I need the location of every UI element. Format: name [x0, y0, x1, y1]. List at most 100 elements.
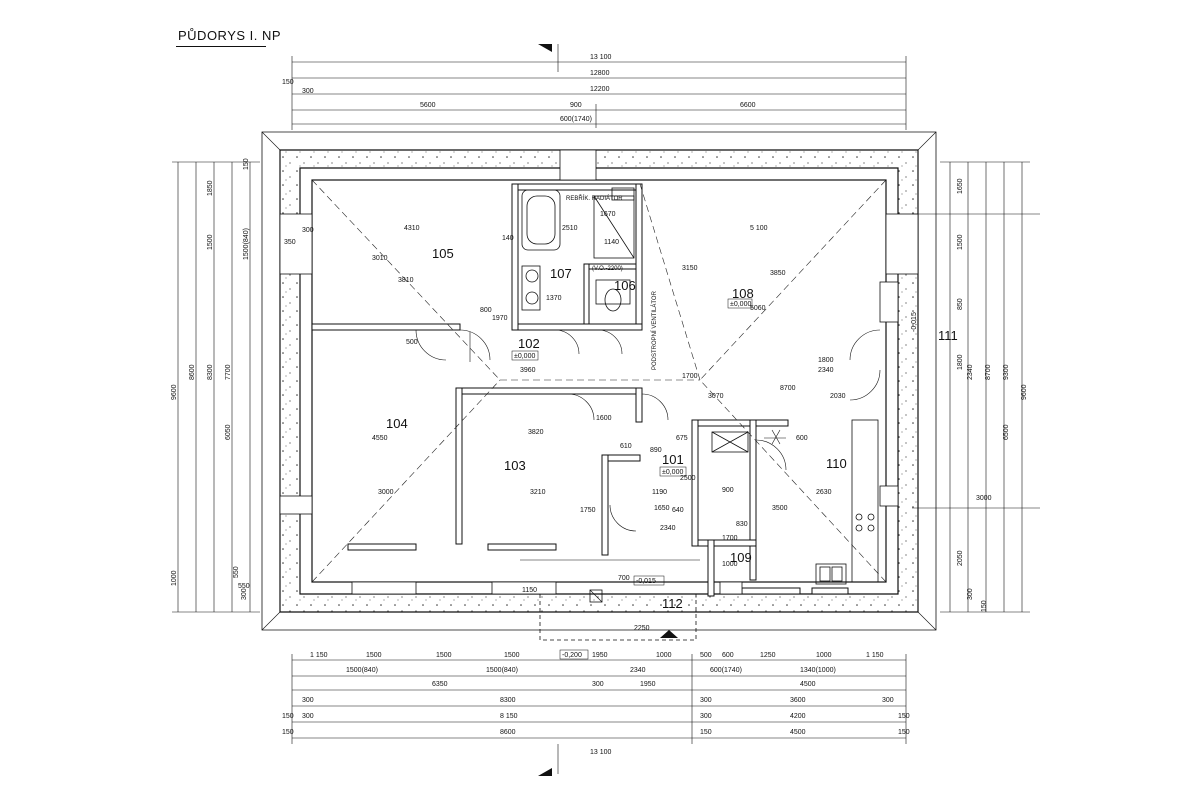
- room-label-112: 112: [662, 596, 683, 611]
- dim-top-sub: 600(1740): [560, 116, 592, 123]
- dim-inner: 640: [672, 507, 684, 514]
- dim-top-3: 12200: [590, 86, 610, 93]
- dim-inner: 550: [238, 583, 250, 590]
- dim-top-left: 5600: [420, 102, 436, 109]
- dim-inner: 800: [480, 307, 492, 314]
- dim-inner: 3820: [528, 429, 544, 436]
- exterior-wall: [279, 149, 919, 613]
- room-label-101: 101: [662, 452, 684, 467]
- dim-right: 300: [967, 588, 974, 600]
- dim-bottom-r3: 8300: [500, 697, 516, 704]
- dim-bottom-r4: 300: [700, 713, 712, 720]
- dim-inner: 1800: [818, 357, 834, 364]
- dim-top-2: 12800: [590, 70, 610, 77]
- room-label-109: 109: [730, 550, 752, 565]
- dim-bottom-r1: 1500: [504, 652, 520, 659]
- dim-left: 9600: [171, 384, 178, 400]
- dim-inner: 675: [676, 435, 688, 442]
- elevation-101: ±0,000: [662, 469, 683, 476]
- dim-bottom-r1-sub: 600(1740): [710, 667, 742, 674]
- elevation-111: -0,015: [911, 312, 918, 332]
- dim-inner: 1700: [722, 535, 738, 542]
- dim-inner: 1650: [654, 505, 670, 512]
- dim-inner: 3000: [378, 489, 394, 496]
- dim-top-mid: 900: [570, 102, 582, 109]
- dim-right: 6500: [1003, 424, 1010, 440]
- dim-bottom-total: 13 100: [590, 749, 612, 756]
- dim-bottom-r5: 8600: [500, 729, 516, 736]
- elevation-108: ±0,000: [730, 301, 751, 308]
- dim-inner: 2500: [680, 475, 696, 482]
- dim-bottom-r3: 300: [882, 697, 894, 704]
- dim-bottom-r2: 1950: [640, 681, 656, 688]
- drawing-title: PŮDORYS I. NP: [178, 28, 282, 43]
- dim-bottom-r4: 8 150: [500, 713, 518, 720]
- dim-inner: 1670: [600, 211, 616, 218]
- dim-inner: 830: [736, 521, 748, 528]
- dim-bottom-r1: 500: [700, 652, 712, 659]
- dim-bottom-r1: 600: [722, 652, 734, 659]
- dim-inner: 1750: [580, 507, 596, 514]
- dim-bottom-r1: 1 150: [310, 652, 328, 659]
- dim-inner: 300: [302, 227, 314, 234]
- dim-right: 2340: [967, 364, 974, 380]
- dim-inner: 2030: [830, 393, 846, 400]
- dim-inner: 2250: [634, 625, 650, 632]
- dim-bottom-r1: 1000: [816, 652, 832, 659]
- dim-inner: 3960: [520, 367, 536, 374]
- radiator-note: REBŘÍK. RADIÁTOR: [566, 194, 623, 202]
- dim-bottom-r3: 300: [700, 697, 712, 704]
- dim-inner: 3850: [770, 270, 786, 277]
- dim-inner: 1700: [682, 373, 698, 380]
- vent-label-note: (V.O.-2200): [592, 266, 623, 272]
- dim-inner: 500: [406, 339, 418, 346]
- dim-inner: 3500: [772, 505, 788, 512]
- dim-bottom-r1: 1000: [656, 652, 672, 659]
- dim-top-right: 6600: [740, 102, 756, 109]
- dim-bottom-r2: 300: [592, 681, 604, 688]
- dim-bottom-r4: 300: [302, 713, 314, 720]
- room-label-106: 106: [614, 278, 636, 293]
- dim-right: 850: [957, 298, 964, 310]
- dim-inner: 5060: [750, 305, 766, 312]
- dim-inner: 2340: [818, 367, 834, 374]
- room-label-108: 108: [732, 286, 754, 301]
- dim-bottom-r1-sub: 1340(1000): [800, 667, 836, 674]
- dim-inner: 1140: [604, 239, 619, 246]
- dim-bottom-r4: 4200: [790, 713, 806, 720]
- dim-bottom-r2: 4500: [800, 681, 816, 688]
- dim-left: 300: [241, 588, 248, 600]
- dim-top-edge2: 300: [302, 88, 314, 95]
- dim-inner: 1600: [596, 415, 612, 422]
- dim-inner: 1370: [546, 295, 562, 302]
- dim-inner: 3210: [530, 489, 546, 496]
- dim-bottom-r5: 150: [700, 729, 712, 736]
- dim-bottom-r1-sub: 1500(840): [486, 667, 518, 674]
- dim-bottom-r3: 300: [302, 697, 314, 704]
- dim-left: 1850: [207, 180, 214, 196]
- dim-left: 7700: [225, 364, 232, 380]
- dim-bottom-r1-sub: 1500(840): [346, 667, 378, 674]
- room-label-110: 110: [826, 456, 847, 471]
- dim-left: 550: [233, 566, 240, 578]
- dim-bottom-r5: 150: [282, 729, 294, 736]
- dim-inner: 610: [620, 443, 632, 450]
- dim-inner: 350: [284, 239, 296, 246]
- dim-left: 8300: [207, 364, 214, 380]
- room-label-102: 102: [518, 336, 540, 351]
- room-label-105: 105: [432, 246, 454, 261]
- dim-inner: 1970: [492, 315, 508, 322]
- dim-inner: 140: [502, 235, 514, 242]
- dim-bottom-r5: 150: [898, 729, 910, 736]
- dim-bottom-r1: 1950: [592, 652, 608, 659]
- dim-inner: 3810: [398, 277, 414, 284]
- room-label-104: 104: [386, 416, 408, 431]
- dim-left: 1500: [207, 234, 214, 250]
- dim-inner: 5 100: [750, 225, 768, 232]
- dim-right: 3000: [976, 495, 992, 502]
- dim-right: 150: [981, 600, 988, 612]
- dim-bottom-r2: 6350: [432, 681, 448, 688]
- dim-bottom-r1-sub: 2340: [630, 667, 646, 674]
- dim-inner: 2630: [816, 489, 832, 496]
